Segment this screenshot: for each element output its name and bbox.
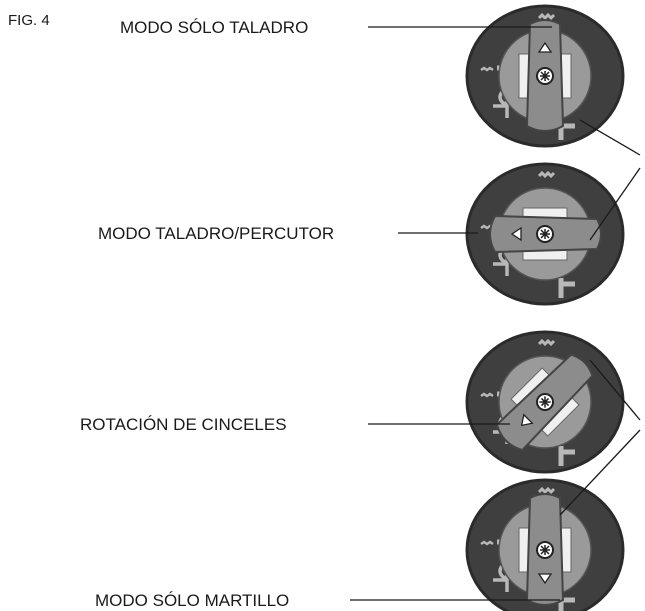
- dial-hammer-only: [467, 480, 623, 611]
- dial-chisel-rotation: [467, 328, 623, 474]
- label-chisel-rotation: ROTACIÓN DE CINCELES: [80, 415, 287, 434]
- arrow-down-left-icon: [520, 413, 534, 427]
- label-drill-only: MODO SÓLO TALADRO: [120, 18, 308, 37]
- label-hammer-drill: MODO TALADRO/PERCUTOR: [98, 224, 334, 243]
- dial-drill-only: [467, 6, 623, 146]
- figure-label: FIG. 4: [8, 12, 50, 29]
- dial-hammer-drill: [467, 164, 623, 304]
- arrow-up-icon: [537, 41, 553, 53]
- label-hammer-only: MODO SÓLO MARTILLO: [95, 591, 289, 610]
- arrow-left-icon: [510, 226, 522, 242]
- arrow-down-icon: [537, 573, 553, 585]
